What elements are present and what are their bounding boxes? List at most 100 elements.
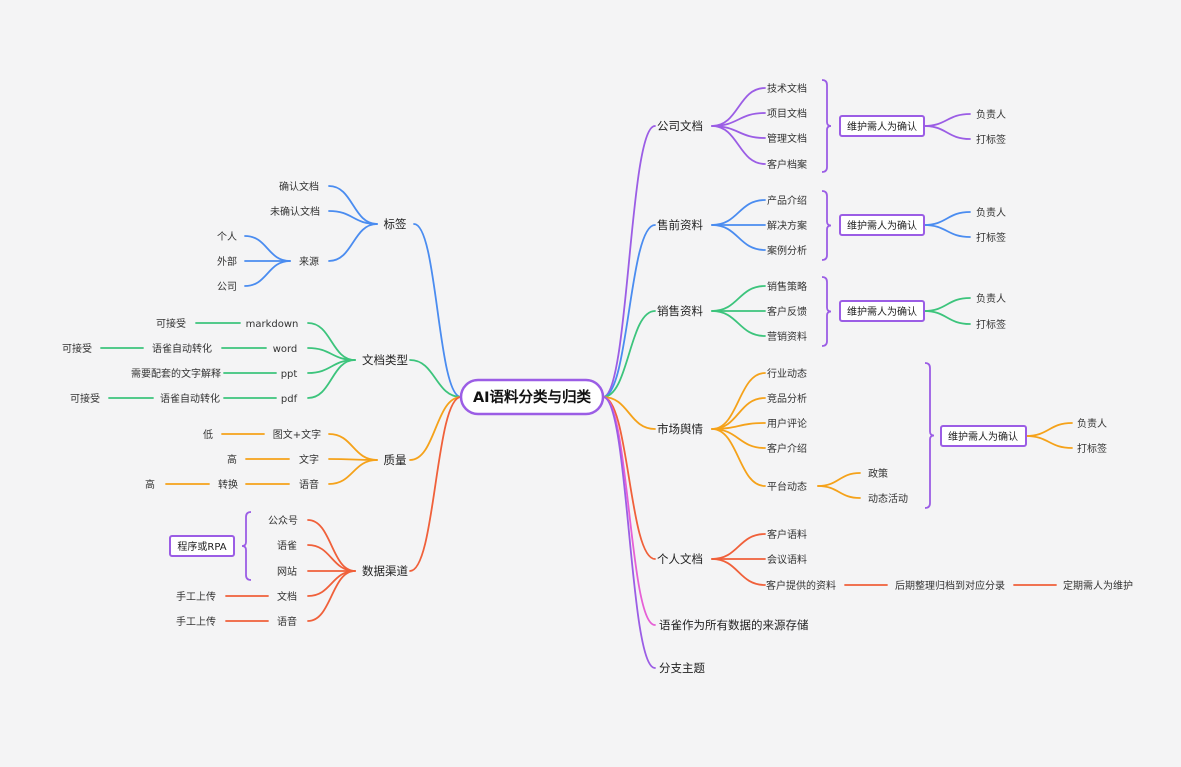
quality-low-node[interactable]: 低 [203, 428, 213, 441]
tags-source-node[interactable]: 来源 [299, 255, 319, 268]
company-owner-node[interactable]: 负责人 [976, 108, 1006, 121]
edge-company-owner [923, 113, 971, 127]
doctype-markdown-node[interactable]: markdown [246, 319, 299, 330]
pdf-acceptable-node[interactable]: 可接受 [70, 392, 100, 405]
voice-convert-node[interactable]: 转换 [218, 478, 238, 491]
sales-strategy-node[interactable]: 销售策略 [767, 280, 807, 293]
edge-quality-voice [328, 459, 378, 485]
quality-text-high-node[interactable]: 高 [227, 453, 237, 466]
channel-voice-node[interactable]: 语音 [277, 615, 297, 628]
presales-case-study-node[interactable]: 案例分析 [767, 244, 807, 257]
voice-high-node[interactable]: 高 [145, 478, 155, 491]
bracket-market [924, 362, 935, 509]
market-owner-node[interactable]: 负责人 [1077, 417, 1107, 430]
company-maintain-box[interactable] [839, 115, 925, 137]
market-tagging-node[interactable]: 打标签 [1077, 442, 1107, 455]
platform-activity-node[interactable]: 动态活动 [868, 492, 908, 505]
personal-docs-node[interactable]: 个人文档 [657, 552, 703, 566]
quality-voice-node[interactable]: 语音 [299, 478, 319, 491]
quality-img-text-node[interactable]: 图文+文字 [273, 428, 321, 441]
market-node[interactable]: 市场舆情 [657, 422, 703, 436]
ppt-needs-explain-node[interactable]: 需要配套的文字解释 [131, 367, 221, 380]
word-acceptable-node[interactable]: 可接受 [62, 342, 92, 355]
edge-company-item-3 [711, 125, 766, 165]
edge-company-tagging [923, 125, 971, 140]
tags-node[interactable]: 标签 [384, 217, 407, 231]
market-client-intro-node[interactable]: 客户介绍 [767, 442, 807, 455]
root-node-box[interactable] [459, 378, 605, 416]
doctype-word-node[interactable]: word [273, 344, 298, 355]
word-yuque-convert-node[interactable]: 语雀自动转化 [152, 342, 212, 355]
voice-manual-upload-node[interactable]: 手工上传 [176, 615, 216, 628]
personal-meeting-corpus-node[interactable]: 会议语料 [767, 553, 807, 566]
market-industry-node[interactable]: 行业动态 [767, 367, 807, 380]
edge-sales-item-2 [711, 310, 766, 337]
edge-sales-item-0 [711, 285, 766, 312]
edge-personal-item-0 [711, 533, 766, 560]
sales-owner-node[interactable]: 负责人 [976, 292, 1006, 305]
edge-root-doctypes [409, 359, 462, 398]
branch-topic-node[interactable]: 分支主题 [659, 661, 705, 675]
edge-tags-unconfirmed [328, 210, 378, 225]
quality-node[interactable]: 质量 [384, 453, 407, 467]
presales-owner-node[interactable]: 负责人 [976, 206, 1006, 219]
presales-product-intro-node[interactable]: 产品介绍 [767, 194, 807, 207]
edge-root-yuque-store [602, 396, 656, 626]
personal-periodic-maintain-node[interactable]: 定期需人为维护 [1063, 579, 1133, 592]
presales-solutions-node[interactable]: 解决方案 [767, 219, 807, 232]
bracket-company [821, 79, 832, 173]
sales-tagging-node[interactable]: 打标签 [976, 318, 1006, 331]
edge-presales-tagging [923, 224, 971, 238]
company-mgmt-docs-node[interactable]: 管理文档 [767, 132, 807, 145]
personal-client-corpus-node[interactable]: 客户语料 [767, 528, 807, 541]
source-company-node[interactable]: 公司 [217, 282, 237, 293]
edge-presales-owner [923, 211, 971, 226]
edge-channel-item-4 [307, 570, 356, 622]
rpa-box[interactable] [169, 535, 235, 557]
source-personal-node[interactable]: 个人 [217, 231, 237, 243]
market-competitor-node[interactable]: 竞品分析 [767, 392, 807, 405]
edge-root-channels [409, 396, 462, 572]
doctype-pdf-node[interactable]: pdf [281, 394, 298, 405]
edge-source-personal [244, 235, 291, 262]
platform-policy-node[interactable]: 政策 [868, 467, 888, 480]
market-maintain-box[interactable] [940, 425, 1027, 447]
tags-unconfirmed-node[interactable]: 未确认文档 [270, 205, 320, 218]
company-client-archive-node[interactable]: 客户档案 [767, 158, 807, 171]
sales-node[interactable]: 销售资料 [657, 304, 703, 318]
markdown-acceptable-node[interactable]: 可接受 [156, 317, 186, 330]
doc-types-node[interactable]: 文档类型 [362, 353, 408, 367]
sales-marketing-node[interactable]: 营销资料 [767, 330, 807, 343]
edge-sales-owner [923, 297, 971, 312]
pdf-yuque-convert-node[interactable]: 语雀自动转化 [160, 392, 220, 405]
company-project-docs-node[interactable]: 项目文档 [767, 107, 807, 120]
channel-docs-node[interactable]: 文档 [277, 590, 297, 603]
rpa-box-label: 程序或RPA [177, 540, 226, 553]
edge-quality-imgtext [328, 433, 378, 461]
quality-text-node[interactable]: 文字 [299, 453, 319, 466]
market-reviews-node[interactable]: 用户评论 [767, 417, 807, 430]
channels-node[interactable]: 数据渠道 [362, 564, 408, 578]
tags-confirmed-node[interactable]: 确认文档 [279, 180, 319, 193]
channel-website-node[interactable]: 网站 [277, 565, 297, 578]
bracket-presales [821, 190, 832, 261]
yuque-store-node[interactable]: 语雀作为所有数据的来源存储 [659, 618, 809, 632]
presales-maintain-box[interactable] [839, 214, 925, 236]
company-docs-node[interactable]: 公司文档 [657, 119, 703, 133]
edge-presales-item-0 [711, 199, 766, 226]
presales-tagging-node[interactable]: 打标签 [976, 231, 1006, 244]
source-external-node[interactable]: 外部 [217, 255, 237, 268]
presales-node[interactable]: 售前资料 [657, 218, 703, 232]
company-tagging-node[interactable]: 打标签 [976, 133, 1006, 146]
market-platform-node[interactable]: 平台动态 [767, 480, 807, 493]
sales-feedback-node[interactable]: 客户反馈 [767, 305, 807, 318]
docs-manual-upload-node[interactable]: 手工上传 [176, 590, 216, 603]
edge-root-presales [602, 224, 656, 398]
personal-client-provided-node[interactable]: 客户提供的资料 [766, 579, 836, 592]
company-tech-docs-node[interactable]: 技术文档 [767, 82, 807, 95]
sales-maintain-box[interactable] [839, 300, 925, 322]
personal-archive-later-node[interactable]: 后期整理归档到对应分录 [895, 579, 1005, 592]
channel-yuque-node[interactable]: 语雀 [277, 540, 297, 552]
channel-wechat-node[interactable]: 公众号 [268, 515, 298, 527]
doctype-ppt-node[interactable]: ppt [281, 369, 298, 380]
